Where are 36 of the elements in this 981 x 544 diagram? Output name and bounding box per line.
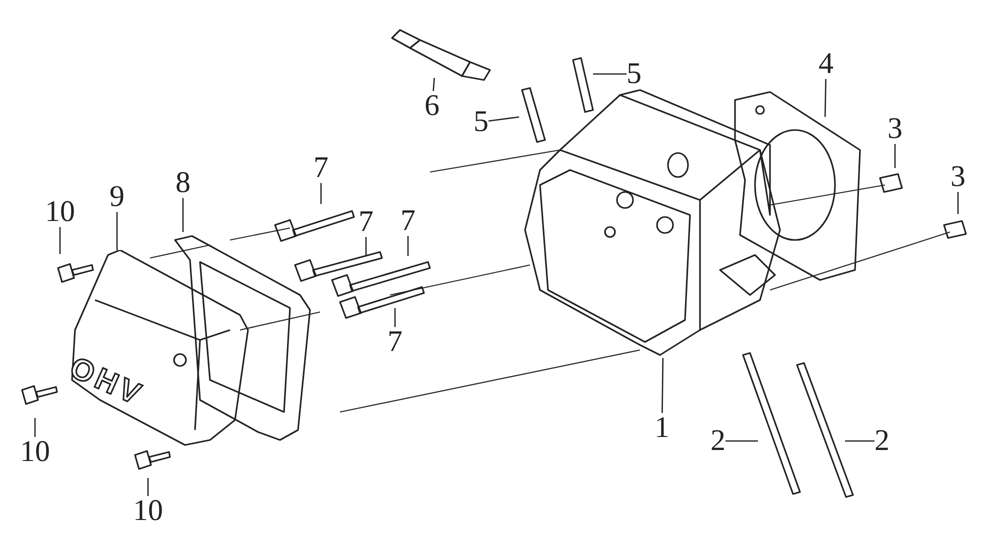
callout-number: 10 <box>133 496 163 526</box>
callout-number: 7 <box>388 327 402 357</box>
leader-line <box>182 198 184 232</box>
leader-line <box>894 144 896 168</box>
leader-line <box>845 440 874 442</box>
leader-line <box>365 237 367 256</box>
callout-number: 2 <box>710 426 726 456</box>
callout-number: 3 <box>888 114 902 144</box>
callout-number: 6 <box>424 91 440 121</box>
callout-number: 7 <box>358 207 374 237</box>
callout-number: 7 <box>400 206 416 236</box>
callout-number: 10 <box>20 437 50 467</box>
leader-line <box>824 78 826 118</box>
leader-line <box>488 116 520 122</box>
leader-line <box>116 212 118 250</box>
callout-number: 10 <box>45 197 75 227</box>
leader-line <box>34 418 36 437</box>
callout-number: 9 <box>110 182 124 212</box>
leader-line <box>147 478 149 496</box>
callout-number: 3 <box>950 162 966 192</box>
leader-line <box>407 236 409 256</box>
callout-number: 4 <box>818 49 834 79</box>
leader-line <box>726 440 758 442</box>
callout-number: 7 <box>314 153 328 183</box>
callout-number: 5 <box>626 59 642 89</box>
callout-number: 1 <box>654 413 670 443</box>
callout-number: 5 <box>474 107 488 137</box>
leader-line <box>432 78 435 92</box>
leader-line <box>662 358 664 413</box>
leader-line <box>957 192 959 214</box>
callout-number: 2 <box>874 426 890 456</box>
leader-line <box>394 308 396 327</box>
leader-line <box>320 183 322 204</box>
callout-number: 8 <box>176 168 190 198</box>
leader-line <box>59 227 61 254</box>
leader-line <box>593 73 626 75</box>
